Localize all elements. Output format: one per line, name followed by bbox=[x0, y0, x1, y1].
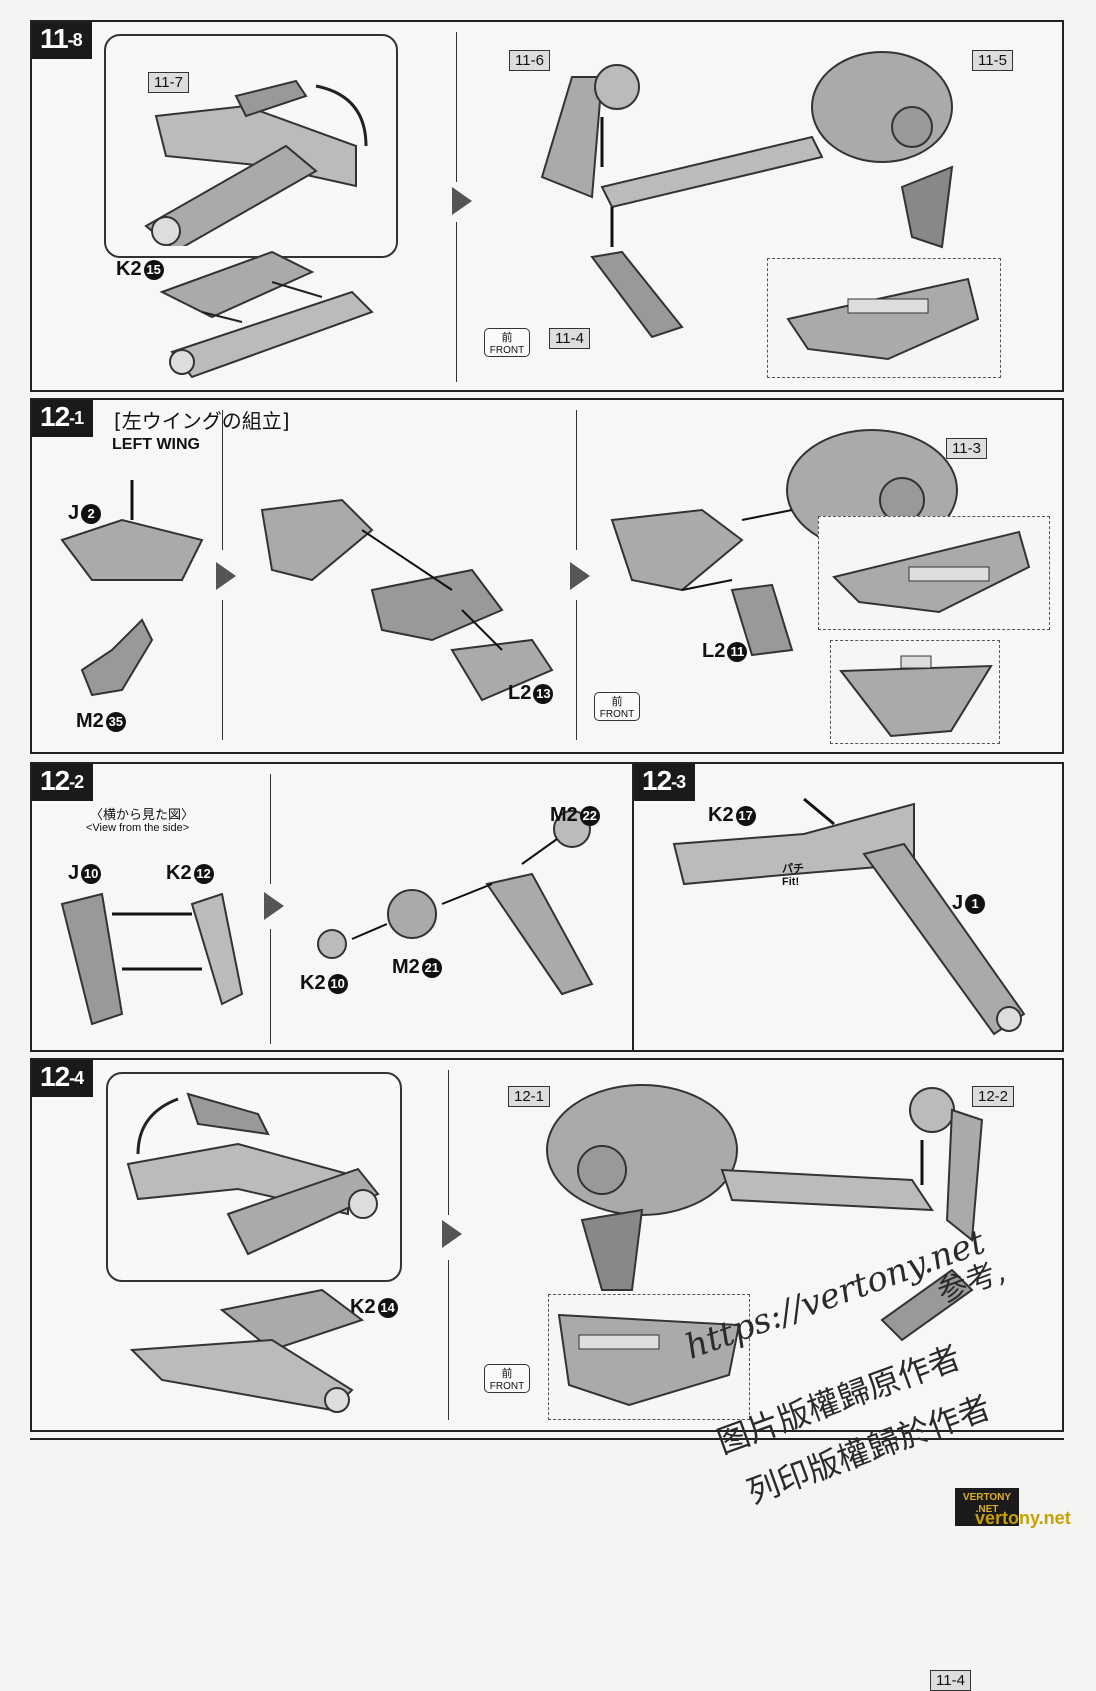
site-logo: VERTONY.NET bbox=[955, 1488, 1019, 1526]
pod-assembly-drawing bbox=[540, 51, 954, 339]
ref-tag: 12-2 bbox=[972, 1086, 1015, 1107]
divider bbox=[576, 410, 577, 550]
ref-tag: 11-7 bbox=[148, 72, 189, 93]
detail-inset bbox=[106, 1072, 402, 1282]
divider bbox=[456, 222, 457, 382]
ref-tag: 11-6 bbox=[509, 50, 550, 71]
divider bbox=[222, 410, 223, 550]
divider bbox=[576, 600, 577, 740]
ref-tag: 11-3 bbox=[946, 438, 987, 459]
step-arrow bbox=[216, 562, 236, 590]
wing-assembly-drawing bbox=[129, 1288, 365, 1413]
step-badge: 12-1 bbox=[32, 400, 94, 437]
ref-tag: 11-4 bbox=[549, 328, 590, 349]
side-view-note-en: <View from the side> bbox=[86, 822, 190, 834]
step-badge: 12-4 bbox=[32, 1060, 94, 1097]
wing-part-drawing bbox=[126, 1092, 380, 1256]
zoom-detail-box bbox=[548, 1294, 750, 1420]
ref-tag: 11-4 bbox=[930, 1670, 971, 1691]
zoom-detail-box bbox=[818, 516, 1050, 630]
ref-tag: 11-5 bbox=[972, 50, 1013, 71]
step-badge: 12-2 bbox=[32, 764, 94, 801]
step-arrow bbox=[264, 892, 284, 920]
step-title-en: LEFT WING bbox=[112, 436, 200, 453]
wing-base-drawing bbox=[60, 480, 204, 697]
sensor-assembly-drawing bbox=[317, 810, 594, 996]
divider bbox=[448, 1070, 449, 1215]
wing-part-drawing bbox=[144, 79, 368, 246]
site-logo-text: vertony.net bbox=[975, 1508, 1071, 1528]
step-badge: 11-8 bbox=[32, 22, 92, 59]
detail-inset: 11-7 bbox=[104, 34, 398, 258]
wing-assembly-drawing bbox=[159, 250, 374, 379]
divider bbox=[270, 774, 271, 884]
step-title-jp: [左ウイングの組立] bbox=[114, 409, 290, 433]
side-panel-drawing bbox=[60, 892, 244, 1026]
divider bbox=[270, 929, 271, 1044]
divider bbox=[448, 1260, 449, 1420]
step-arrow bbox=[442, 1220, 462, 1248]
ref-tag: 12-1 bbox=[508, 1086, 551, 1107]
pod-assembly-drawing bbox=[546, 1084, 984, 1342]
footer-rule bbox=[30, 1438, 1064, 1440]
zoom-detail-box bbox=[767, 258, 1001, 378]
divider bbox=[222, 600, 223, 740]
wing-fit-drawing bbox=[672, 797, 1026, 1036]
step-arrow bbox=[452, 187, 472, 215]
step-badge: 12-3 bbox=[634, 764, 696, 801]
side-view-note-jp: 〈横から見た図〉 bbox=[90, 808, 195, 823]
divider bbox=[456, 32, 457, 182]
zoom-detail-box bbox=[830, 640, 1000, 744]
wing-joint-drawing bbox=[260, 498, 554, 702]
step-arrow bbox=[570, 562, 590, 590]
